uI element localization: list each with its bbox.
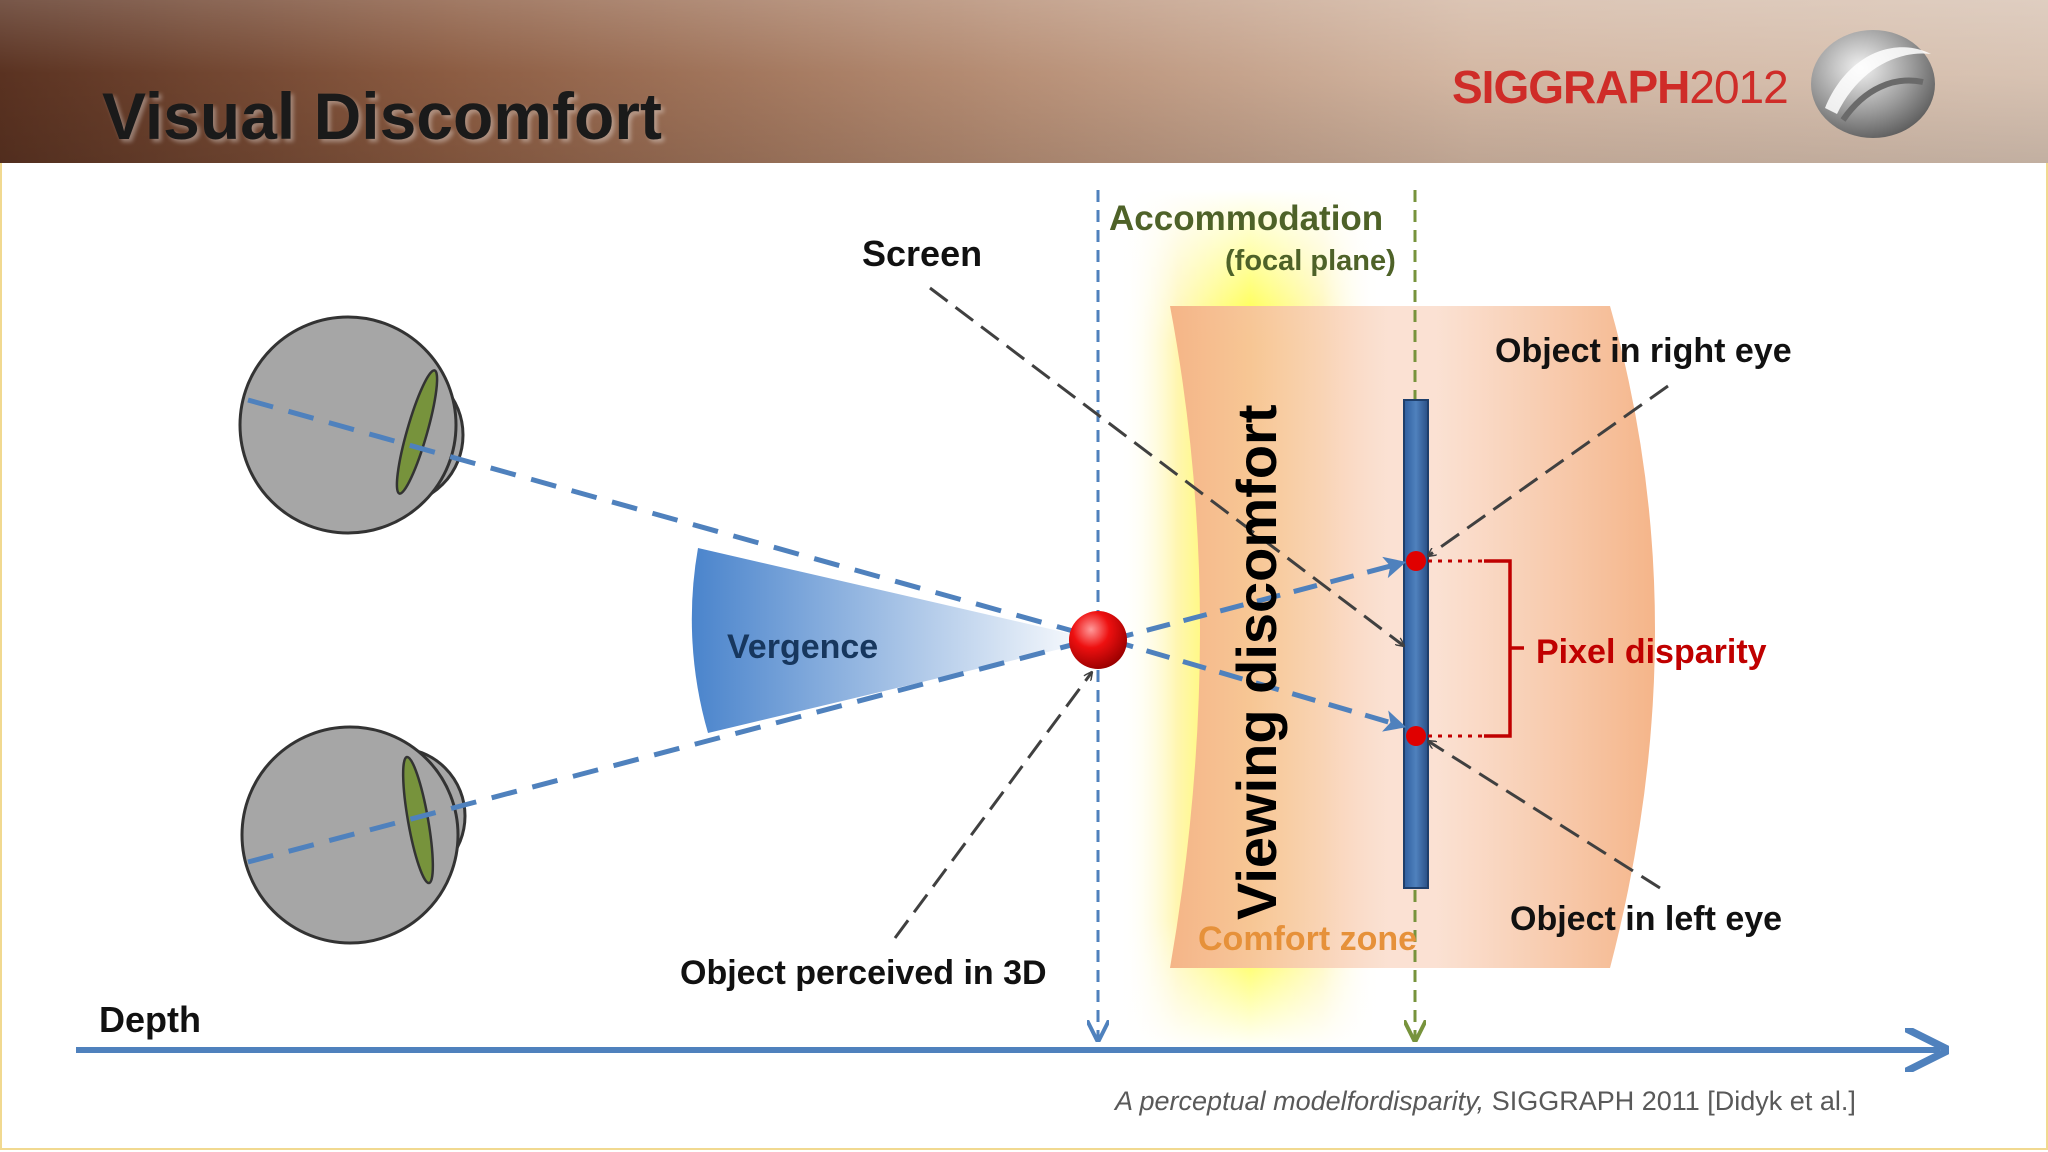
label-viewing-discomfort: Viewing discomfort: [1225, 405, 1288, 920]
brand-year: 2012: [1689, 61, 1788, 113]
label-object-left-eye: Object in left eye: [1510, 900, 1782, 938]
lower-eye-lens: [401, 755, 435, 885]
header-shine: [0, 0, 2048, 163]
lower-projection-arrow: [1109, 637, 1407, 732]
label-object-perceived: Object perceived in 3D: [680, 954, 1047, 992]
left-eye-object-point: [1406, 726, 1426, 746]
slide-title: Visual Discomfort: [102, 79, 662, 153]
slide-frame: [0, 163, 2048, 1150]
left-eye-leader-arrow: [1428, 741, 1661, 890]
brand-logo-icon: [1811, 30, 1935, 138]
label-screen: Screen: [862, 233, 982, 274]
vergence-wedge: [691, 548, 1098, 733]
brand-wordmark: SIGGRAPH2012: [1452, 60, 1789, 114]
right-eye-object-point: [1406, 551, 1426, 571]
label-comfort-zone: Comfort zone: [1198, 920, 1417, 958]
citation-venue: SIGGRAPH 2011 [Didyk et al.]: [1484, 1086, 1856, 1116]
right-eye-leader-arrow: [1428, 384, 1669, 556]
label-accommodation: Accommodation: [1109, 199, 1383, 238]
label-object-right-eye: Object in right eye: [1495, 332, 1792, 370]
perceived-object-leader-arrow: [893, 672, 1092, 939]
brand-name: SIGGRAPH: [1452, 61, 1690, 113]
perceived-object: [1069, 611, 1127, 669]
label-pixel-disparity: Pixel disparity: [1536, 633, 1767, 671]
label-focal-plane: (focal plane): [1225, 245, 1396, 277]
citation: A perceptual modelfordisparity, SIGGRAPH…: [1115, 1086, 1856, 1117]
slide-header: Visual Discomfort SIGGRAPH2012: [0, 0, 2048, 163]
screen-panel: [1403, 399, 1429, 889]
screen-leader-arrow: [929, 286, 1404, 646]
label-depth: Depth: [99, 999, 201, 1040]
citation-title: A perceptual modelfordisparity,: [1115, 1086, 1485, 1116]
label-vergence: Vergence: [727, 628, 878, 666]
disparity-bracket: [1484, 559, 1524, 738]
upper-eye: [238, 315, 465, 535]
upper-eye-lens: [395, 369, 439, 495]
lower-sight-line: [247, 635, 1099, 865]
upper-projection-arrow: [1109, 556, 1407, 643]
upper-sight-line: [247, 397, 1099, 641]
